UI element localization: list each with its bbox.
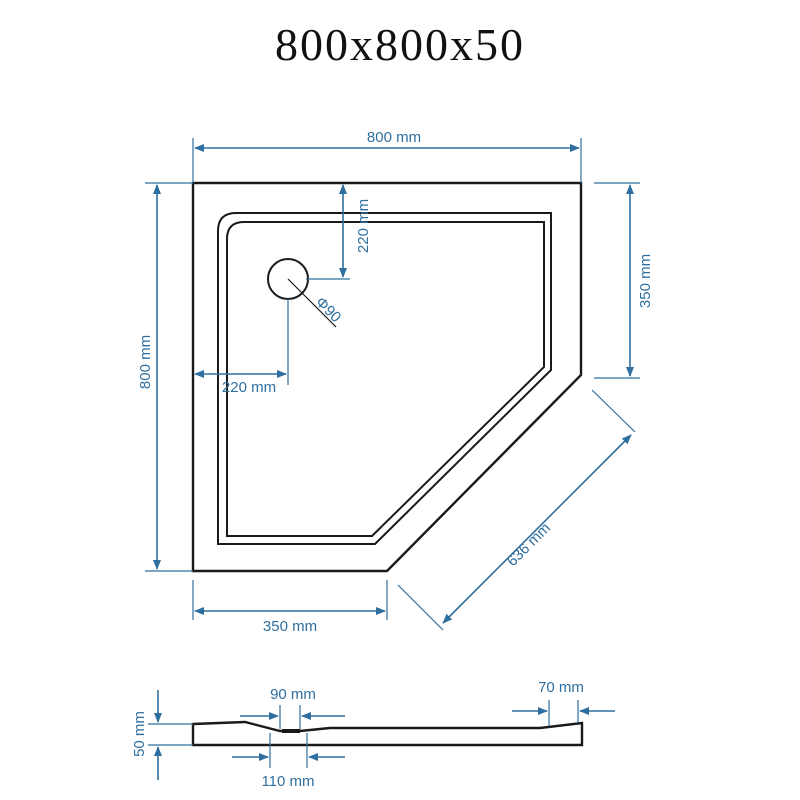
dim-drain-top-width-label: 90 mm (270, 686, 316, 703)
dim-rim-width-label: 70 mm (538, 679, 584, 696)
dim-profile-height-label: 50 mm (131, 711, 148, 757)
dim-drain-diameter-label: Φ90 (312, 294, 344, 326)
dim-left-height-label: 800 mm (137, 335, 154, 389)
dim-drain-bottom-width-label: 110 mm (261, 773, 314, 790)
dim-bottom-width-label: 350 mm (263, 618, 317, 635)
drawing-title: 800x800x50 (275, 19, 525, 70)
dim-drain-left-label: 220 mm (222, 379, 276, 396)
dim-diagonal-line (442, 434, 632, 624)
dim-drain-top-label: 220 mm (355, 199, 372, 253)
dim-diagonal-label: 636 mm (504, 520, 554, 570)
dim-top-width-label: 800 mm (367, 129, 421, 146)
tray-outline (191, 181, 583, 573)
drain-leader (287, 278, 337, 328)
tray-profile (191, 720, 584, 747)
dim-right-height-label: 350 mm (637, 254, 654, 308)
